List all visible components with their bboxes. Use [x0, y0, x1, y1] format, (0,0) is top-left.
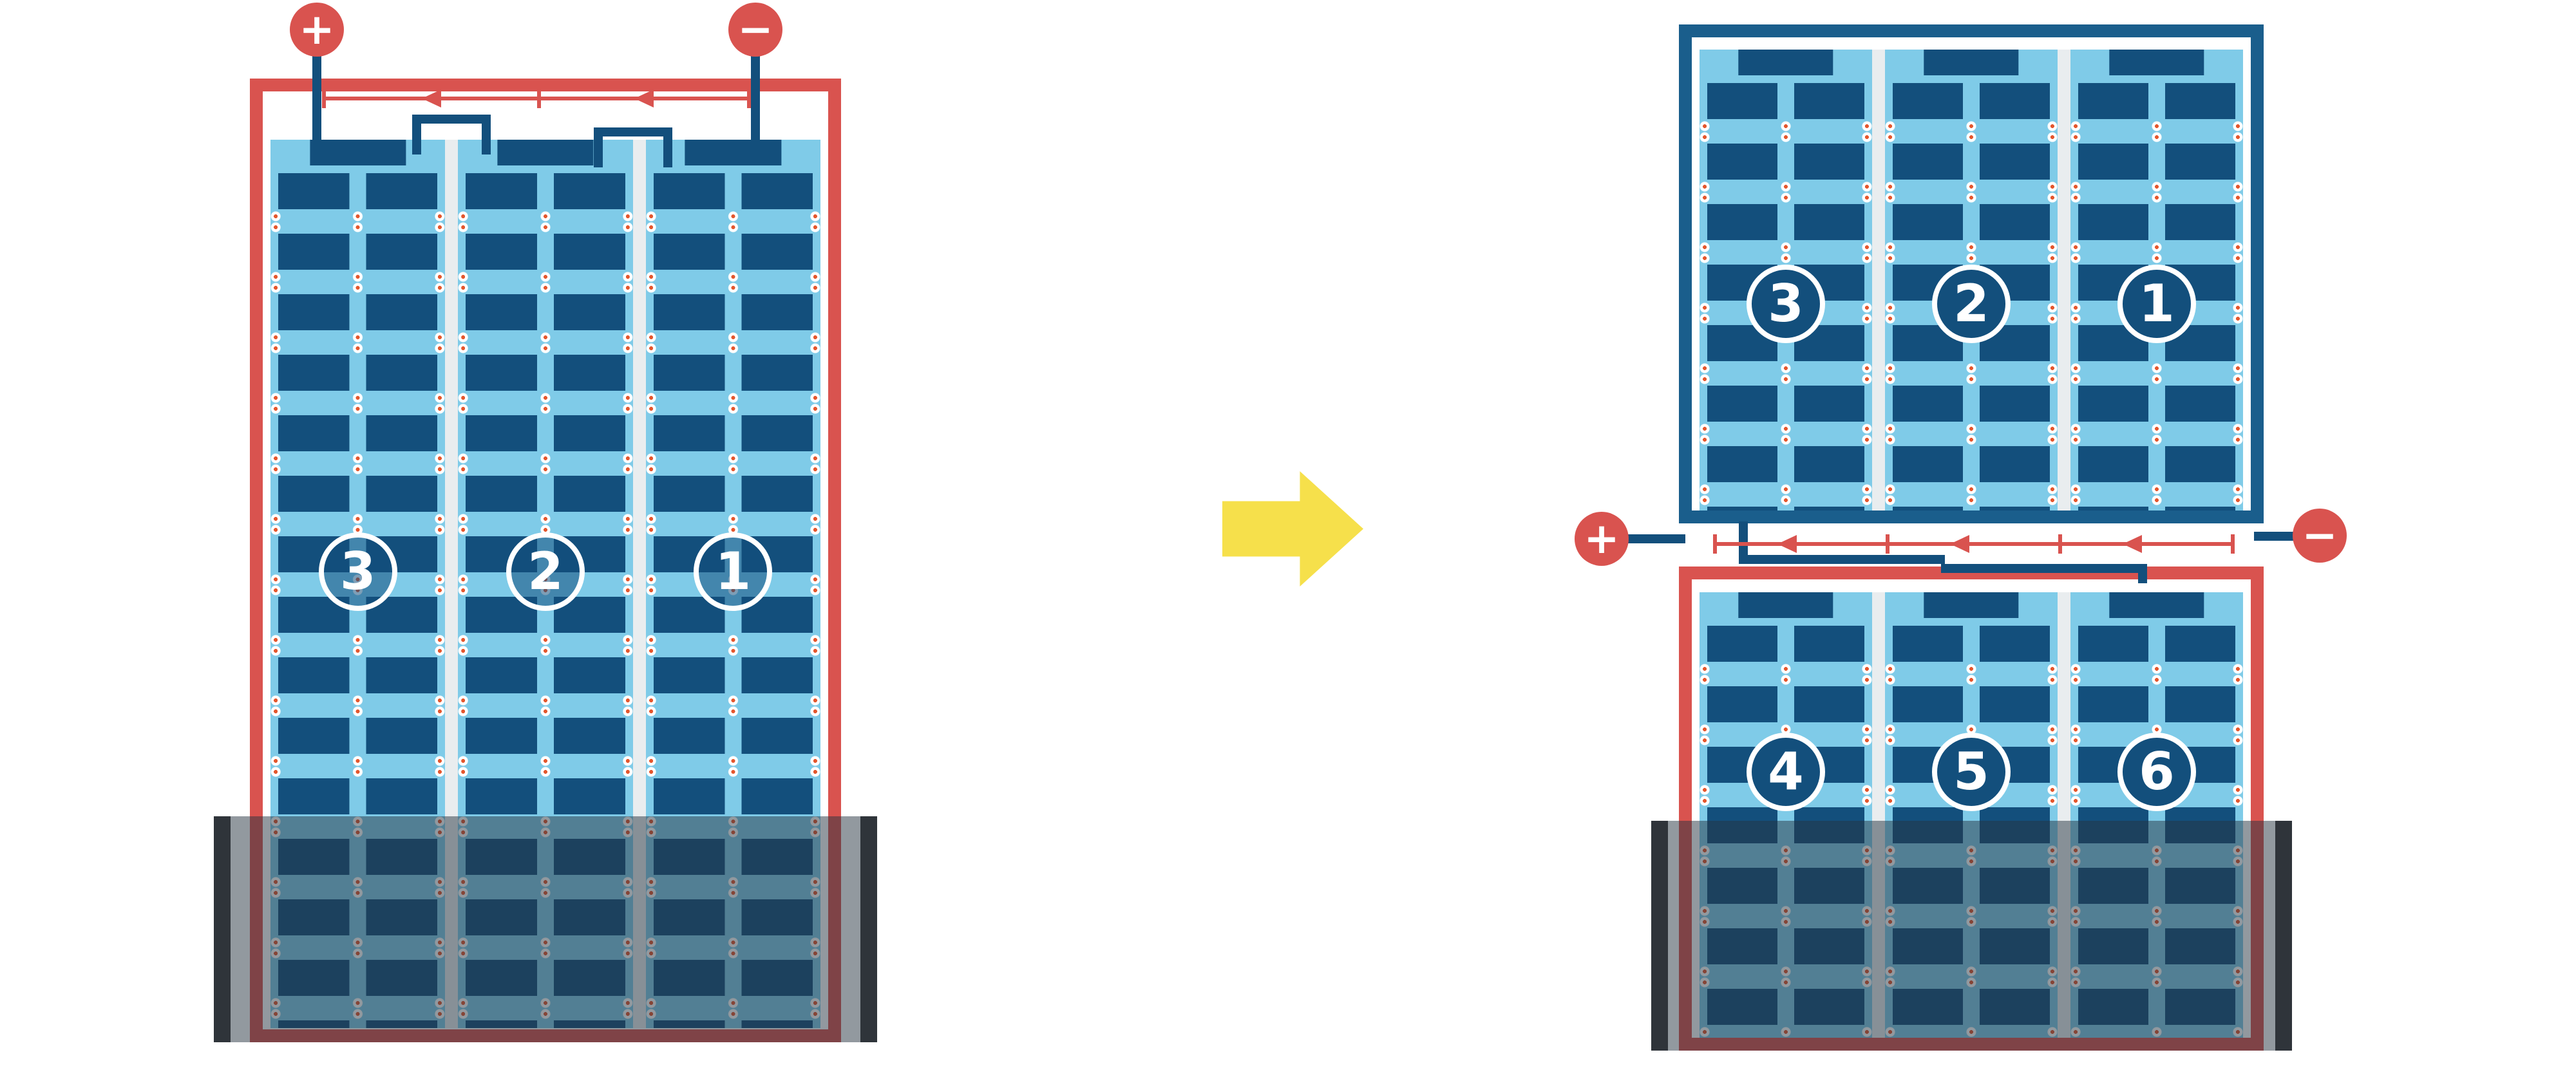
busbar: [594, 127, 672, 136]
panel-busbar-block: [497, 140, 594, 165]
current-flow-line: [322, 97, 751, 100]
minus-icon: −: [2302, 511, 2338, 560]
rail-endcap: [2275, 821, 2292, 1051]
string-link-busbar: [1739, 521, 1748, 560]
minus-terminal: −: [2293, 509, 2347, 563]
flow-tick: [2231, 534, 2235, 554]
busbar: [594, 127, 603, 167]
panel-number-badge: 5: [1932, 733, 2011, 811]
minus-terminal: −: [728, 3, 782, 57]
panel-number: 5: [1953, 742, 1989, 801]
transform-arrow-icon: [1222, 471, 1363, 586]
panel-column: 3: [1700, 50, 1872, 511]
panel-number: 3: [339, 541, 376, 601]
flow-tick: [322, 89, 326, 108]
flow-arrow-left-icon: [422, 89, 441, 108]
panel-number-badge: 3: [318, 532, 397, 611]
panel-busbar-block: [310, 140, 406, 165]
busbar: [412, 115, 421, 155]
panel-busbar-block: [1924, 592, 2019, 618]
panel-busbar-block: [1738, 50, 1833, 75]
panel-number-badge: 3: [1747, 265, 1825, 343]
plus-icon: +: [1584, 514, 1620, 563]
panel-number: 1: [715, 541, 752, 601]
busbar: [412, 115, 491, 124]
current-flow-line: [1713, 542, 2235, 546]
panel-busbar-block: [685, 140, 781, 165]
panel-number: 6: [2139, 742, 2175, 801]
panel-number: 3: [1768, 274, 1804, 333]
flow-tick: [1713, 534, 1717, 554]
panel-column: 2: [1885, 50, 2058, 511]
panel-number-badge: 1: [2117, 265, 2196, 343]
flow-arrow-left-icon: [1950, 535, 1969, 553]
mounting-rail-overlay: [1651, 821, 2292, 1051]
panel-busbar-block: [1738, 592, 1833, 618]
flow-tick: [747, 89, 751, 108]
panel-busbar-block: [2109, 50, 2204, 75]
busbar: [663, 127, 672, 167]
plus-icon: +: [299, 5, 335, 54]
panel-number-badge: 1: [694, 532, 773, 611]
rail-endcap: [1651, 821, 1668, 1051]
plus-terminal-stem: [1627, 534, 1685, 543]
flow-arrow-left-icon: [634, 89, 654, 108]
busbar: [482, 115, 491, 155]
panel-number: 1: [2139, 274, 2175, 333]
panel-number-badge: 2: [506, 532, 585, 611]
panel-busbar-block: [2109, 592, 2204, 618]
plus-terminal-stem: [312, 54, 321, 141]
panel-number-badge: 6: [2117, 733, 2196, 811]
panel-number: 4: [1768, 742, 1804, 801]
plus-terminal: +: [1575, 512, 1629, 566]
right-top-string-frame: [1679, 24, 2264, 523]
string-link-busbar: [1941, 564, 2147, 573]
right-top-panel-strip: 3 2 1: [1700, 50, 2243, 511]
minus-terminal-stem: [751, 54, 760, 141]
string-link-busbar: [2138, 564, 2147, 583]
panel-number: 2: [1953, 274, 1989, 333]
minus-icon: −: [737, 5, 773, 54]
rail-endcap: [860, 816, 877, 1042]
mounting-rail-overlay: [214, 816, 877, 1042]
string-link-busbar: [1739, 555, 1945, 564]
minus-terminal-stem: [2254, 532, 2297, 541]
flow-arrow-left-icon: [2123, 535, 2142, 553]
panel-column: 1: [2070, 50, 2243, 511]
flow-arrow-left-icon: [1777, 535, 1797, 553]
flow-tick: [1886, 534, 1889, 554]
panel-number-badge: 2: [1932, 265, 2011, 343]
panel-busbar-block: [1924, 50, 2019, 75]
flow-tick: [2058, 534, 2062, 554]
flow-tick: [537, 89, 541, 108]
panel-number-badge: 4: [1747, 733, 1825, 811]
rail-endcap: [214, 816, 231, 1042]
panel-number: 2: [527, 541, 564, 601]
plus-terminal: +: [290, 3, 344, 57]
